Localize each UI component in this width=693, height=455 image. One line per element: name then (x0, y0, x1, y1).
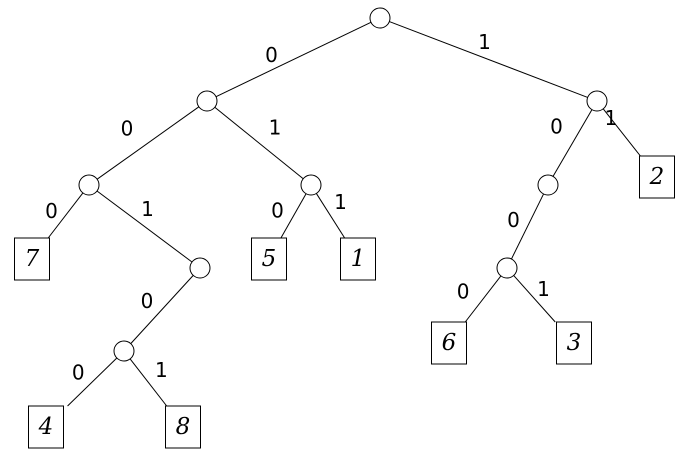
internal-node-n00 (78, 174, 100, 196)
edge-n100-leaf3 (513, 275, 556, 323)
edge-n1-n10 (552, 109, 593, 177)
leaf-box (165, 405, 201, 449)
leaf-6: 6 (431, 321, 467, 365)
edge-n001-n0010 (130, 275, 194, 344)
leaf-box (251, 237, 287, 281)
internal-node-n01 (300, 174, 322, 196)
leaf-7: 7 (14, 237, 50, 281)
internal-node-n10 (537, 174, 559, 196)
internal-node-n100 (496, 257, 518, 279)
edge-root-n1 (389, 21, 588, 98)
edge-label-n0-n01: 1 (269, 116, 282, 140)
edge-label-n0010-leaf4: 0 (72, 360, 85, 384)
edge-n100-leaf6 (464, 275, 502, 323)
edge-label-n01-leaf5: 0 (271, 198, 284, 222)
edge-label-n100-leaf3: 1 (537, 277, 550, 301)
nodes: 7 4 8 5 1 2 6 3 (14, 7, 675, 449)
edge-label-n00-n001: 1 (141, 197, 154, 221)
edge-n00-leaf7 (47, 192, 84, 239)
leaf-5: 5 (251, 237, 287, 281)
edge-n10-n100 (510, 193, 545, 260)
leaf-1: 1 (340, 237, 376, 281)
leaf-box (340, 237, 376, 281)
edge-label-n0010-leaf8: 1 (155, 358, 168, 382)
leaf-box (639, 155, 675, 199)
edge-label-n1-leaf2: 1 (604, 106, 617, 130)
edge-label-n1-n10: 0 (550, 115, 563, 139)
edges (47, 21, 641, 407)
edge-n00-n001 (96, 190, 193, 263)
leaf-3: 3 (556, 321, 592, 365)
edge-n01-leaf1 (315, 193, 346, 239)
leaf-4: 4 (28, 405, 64, 449)
leaf-label: 6 (442, 330, 457, 356)
leaf-label: 2 (649, 164, 665, 190)
internal-node-root (369, 7, 391, 29)
edge-n1-leaf2 (602, 108, 641, 157)
edge-n0010-leaf4 (67, 357, 118, 407)
edge-label-root-n1: 1 (478, 30, 491, 54)
edge-n0-n01 (214, 106, 304, 180)
leaf-label: 3 (567, 330, 582, 356)
internal-node-n0 (196, 90, 218, 112)
leaf-label: 8 (176, 414, 191, 440)
edge-n0-n00 (96, 106, 200, 180)
internal-node-n001 (189, 257, 211, 279)
edge-n01-leaf5 (280, 193, 307, 239)
edge-n0010-leaf8 (129, 358, 168, 407)
leaf-label: 7 (25, 246, 40, 272)
leaf-8: 8 (165, 405, 201, 449)
edge-root-n0 (215, 21, 372, 98)
leaf-2: 2 (639, 155, 675, 199)
edge-label-n0-n00: 0 (121, 117, 134, 141)
leaf-label: 4 (38, 414, 54, 440)
edge-labels: 0 1 0 1 0 1 0 0 1 0 1 0 1 0 0 1 (45, 30, 617, 384)
leaf-label: 1 (351, 246, 366, 272)
edge-label-n10-n100: 0 (507, 208, 520, 232)
internal-node-n0010 (113, 340, 135, 362)
edge-label-root-n0: 0 (265, 43, 278, 67)
edge-label-n001-n0010: 0 (141, 289, 154, 313)
leaf-box (28, 405, 64, 449)
leaf-box (14, 237, 50, 281)
leaf-box (431, 321, 467, 365)
edge-label-n01-leaf1: 1 (334, 190, 347, 214)
leaf-label: 5 (262, 246, 277, 272)
edge-label-n00-leaf7: 0 (45, 199, 58, 223)
edge-label-n100-leaf6: 0 (457, 279, 470, 303)
leaf-box (556, 321, 592, 365)
internal-node-n1 (586, 90, 608, 112)
